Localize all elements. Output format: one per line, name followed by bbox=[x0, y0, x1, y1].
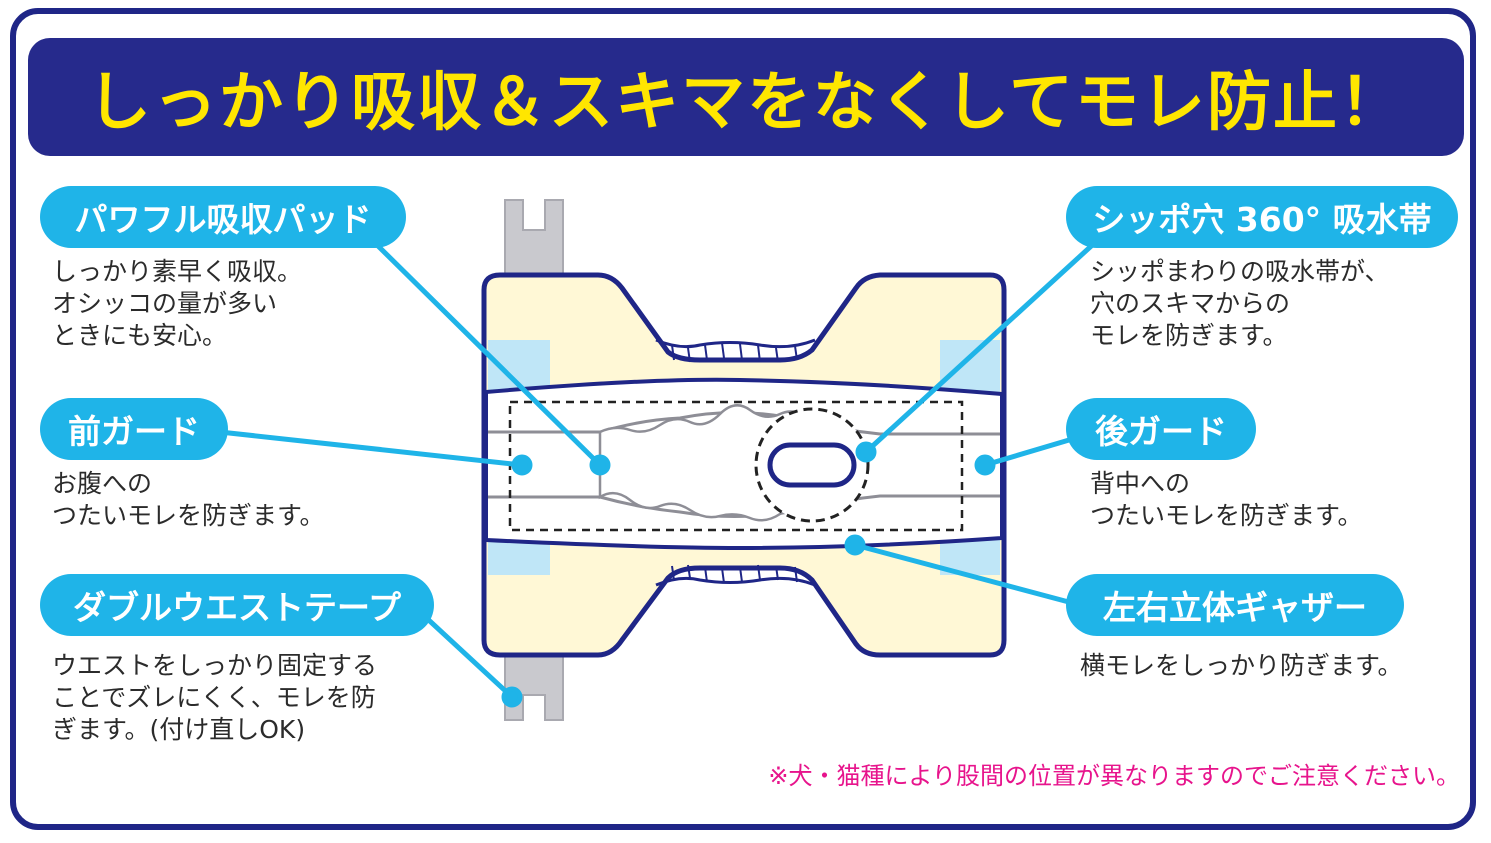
desc-front-guard: お腹への つたいモレを防ぎます。 bbox=[52, 469, 325, 530]
desc-absorbent-pad: しっかり素早く吸収。 オシッコの量が多い ときにも安心。 bbox=[52, 257, 303, 350]
label-absorbent-pad: パワフル吸収パッド bbox=[40, 186, 406, 248]
dot-tail bbox=[855, 441, 877, 463]
label-back-guard: 後ガード bbox=[1066, 398, 1256, 460]
desc-tail-hole-band: シッポまわりの吸水帯が、 穴のスキマからの モレを防ぎます。 bbox=[1090, 257, 1390, 350]
leader-tail bbox=[864, 236, 1102, 454]
label-waist-tape: ダブルウエストテープ bbox=[40, 574, 434, 636]
dot-back bbox=[974, 454, 996, 476]
caution-note: ※犬・猫種により股間の位置が異なりますのでご注意ください。 bbox=[768, 762, 1460, 790]
top-gather-ticks bbox=[671, 342, 798, 363]
leader-front bbox=[219, 429, 523, 468]
headline: しっかり吸収＆スキマをなくしてモレ防止！ bbox=[86, 66, 1406, 140]
leader-tape bbox=[418, 610, 514, 699]
label-front-guard: 前ガード bbox=[40, 398, 228, 460]
leader-gather bbox=[854, 542, 1081, 608]
leader-pad bbox=[370, 238, 602, 467]
top-gather bbox=[655, 338, 816, 349]
desc-side-gathers: 横モレをしっかり防ぎます。 bbox=[1080, 651, 1403, 680]
label-side-gathers: 左右立体ギャザー bbox=[1066, 574, 1404, 636]
bottom-gather-ticks bbox=[671, 564, 798, 584]
tail-hole bbox=[767, 442, 857, 488]
headline-banner: しっかり吸収＆スキマをなくしてモレ防止！ bbox=[28, 38, 1464, 156]
dot-gather bbox=[844, 534, 866, 556]
desc-back-guard: 背中への つたいモレを防ぎます。 bbox=[1090, 469, 1363, 530]
label-tail-hole-band: シッポ穴 360° 吸水帯 bbox=[1066, 186, 1458, 248]
desc-waist-tape: ウエストをしっかり固定する ことでズレにくく、モレを防 ぎます。(付け直しOK) bbox=[52, 651, 378, 744]
dot-front bbox=[511, 454, 533, 476]
dot-pad bbox=[589, 454, 611, 476]
bottom-gather bbox=[655, 576, 816, 587]
dot-tape bbox=[501, 686, 523, 708]
